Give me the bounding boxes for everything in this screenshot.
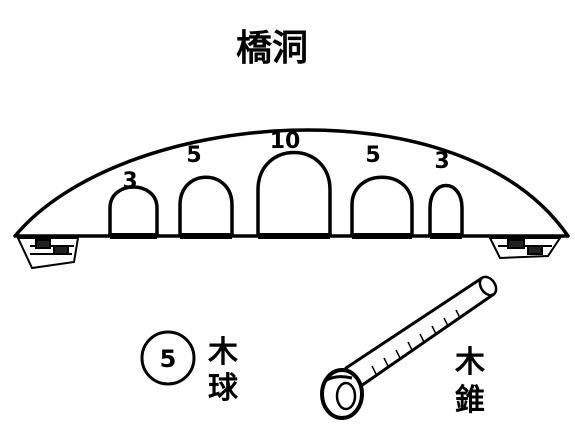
wooden-mallet-icon <box>320 275 498 420</box>
mallet-label-line1: 木 <box>454 345 485 380</box>
right-base-blocks <box>488 237 562 260</box>
hole-score-1: 3 <box>122 169 137 194</box>
hole-score-4: 5 <box>365 143 380 168</box>
left-base-blocks <box>16 237 80 270</box>
hole-score-2: 5 <box>186 143 201 168</box>
diagram-title: 橋洞 <box>236 27 308 69</box>
hole-thresholds <box>110 233 462 239</box>
hole-score-5: 3 <box>434 149 449 174</box>
bridge-arch <box>13 128 570 238</box>
wooden-ball-icon <box>140 330 196 386</box>
ball-number: 5 <box>160 345 177 373</box>
mallet-label-line2: 錐 <box>455 383 485 418</box>
hole-score-3: 10 <box>270 129 301 154</box>
ball-label-line2: 球 <box>208 371 239 406</box>
ball-label-line1: 木 <box>207 335 238 370</box>
